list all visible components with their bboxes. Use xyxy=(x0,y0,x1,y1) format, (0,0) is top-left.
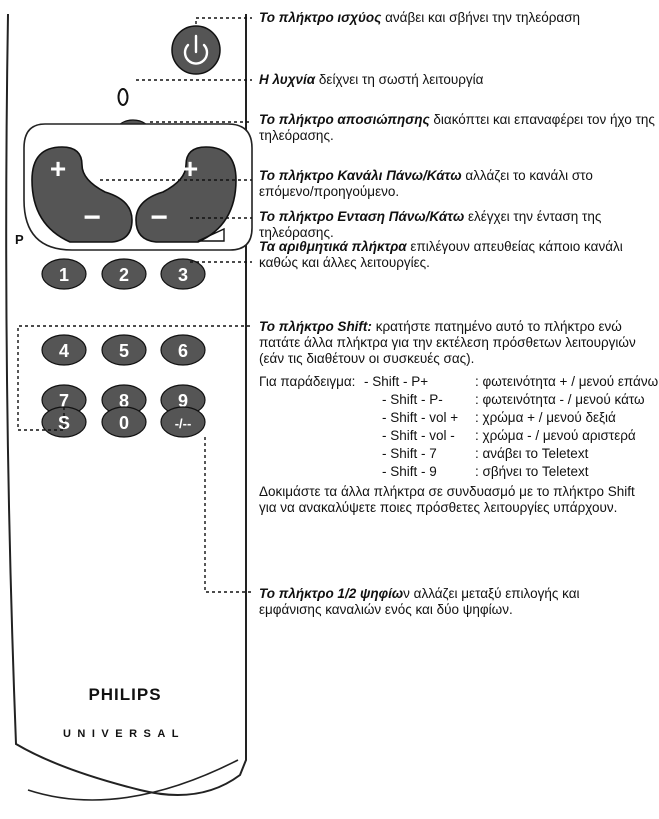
key-2[interactable]: 2 xyxy=(101,258,147,290)
svg-text:4: 4 xyxy=(59,341,69,361)
key-digits[interactable]: -/-- xyxy=(160,406,206,438)
desc-digits-term: Το πλήκτρο 1/2 ψηφίω xyxy=(259,586,404,601)
power-button[interactable] xyxy=(171,25,221,75)
example-effect: : φωτεινότητα + / μενού επάνω xyxy=(475,374,659,389)
desc-shift-term: Το πλήκτρο Shift: xyxy=(259,319,372,334)
desc-volume-text: ελέγχει την ένταση της τηλεόρασης. xyxy=(259,209,602,240)
leader-shift xyxy=(17,325,252,431)
remote-bottom-curve xyxy=(27,759,239,801)
desc-volume: Το πλήκτρο Ενταση Πάνω/Κάτω ελέγχει την … xyxy=(259,209,634,241)
remote-body-outline xyxy=(5,13,247,796)
leader-lines xyxy=(17,17,252,593)
key-1[interactable]: 1 xyxy=(41,258,87,290)
svg-text:1: 1 xyxy=(59,265,69,285)
example-effect: : ανάβει το Teletext xyxy=(475,446,589,461)
example-effect: : φωτεινότητα - / μενού κάτω xyxy=(475,392,645,407)
desc-volume-term: Το πλήκτρο Ενταση Πάνω/Κάτω xyxy=(259,209,465,224)
svg-text:S: S xyxy=(58,413,70,433)
channel-rocker[interactable] xyxy=(31,146,133,243)
led-indicator xyxy=(117,88,129,106)
channel-p-label: P xyxy=(15,232,24,247)
desc-channel: Το πλήκτρο Κανάλι Πάνω/Κάτω αλλάζει το κ… xyxy=(259,168,619,200)
desc-channel-term: Το πλήκτρο Κανάλι Πάνω/Κάτω xyxy=(259,168,462,183)
example-effect: : χρώμα + / μενού δεξιά xyxy=(475,410,616,425)
example-combo: - Shift - P+ xyxy=(364,374,429,389)
desc-channel-text: αλλάζει το κανάλι στο επόμενο/προηγούμεν… xyxy=(259,168,593,199)
channel-minus-label: − xyxy=(83,201,101,234)
volume-minus-label: − xyxy=(150,201,168,234)
example-combo: - Shift - 7 xyxy=(382,446,437,461)
svg-text:0: 0 xyxy=(119,413,129,433)
desc-shift-text: κρατήστε πατημένο αυτό το πλήκτρο ενώ πα… xyxy=(259,319,636,366)
desc-shift-outro: Δοκιμάστε τα άλλα πλήκτρα σε συνδυασμό μ… xyxy=(259,484,635,515)
example-combo: - Shift - P- xyxy=(382,392,443,407)
example-effect: : χρώμα - / μενού αριστερά xyxy=(475,428,636,443)
volume-triangle-icon xyxy=(197,227,225,242)
numeric-keypad: 1 2 3 4 5 6 7 8 9 S 0 -/-- xyxy=(41,258,206,438)
model-label: UNIVERSAL xyxy=(63,728,185,740)
key-5[interactable]: 5 xyxy=(101,334,147,366)
key-0[interactable]: 0 xyxy=(101,406,147,438)
desc-shift: Το πλήκτρο Shift: κρατήστε πατημένο αυτό… xyxy=(259,319,651,367)
desc-mute-term: Το πλήκτρο αποσιώπησης xyxy=(259,112,430,127)
svg-text:8: 8 xyxy=(119,391,129,411)
example-effect: : σβήνει το Teletext xyxy=(475,464,589,479)
key-4[interactable]: 4 xyxy=(41,334,87,366)
svg-text:7: 7 xyxy=(59,391,69,411)
example-combo: - Shift - vol + xyxy=(382,410,459,425)
desc-power: Το πλήκτρο ισχύος ανάβει και σβήνει την … xyxy=(259,10,659,26)
key-6[interactable]: 6 xyxy=(160,334,206,366)
svg-text:2: 2 xyxy=(119,265,129,285)
desc-mute: Το πλήκτρο αποσιώπησης διακόπτει και επα… xyxy=(259,112,657,144)
channel-plus-label: + xyxy=(50,153,66,184)
leader-power xyxy=(195,17,252,24)
svg-text:3: 3 xyxy=(178,265,188,285)
svg-text:5: 5 xyxy=(119,341,129,361)
desc-digits-text: ν αλλάζει μεταξύ επιλογής και εμφάνισης … xyxy=(259,586,580,617)
desc-mute-text: διακόπτει και επαναφέρει τον ήχο της τηλ… xyxy=(259,112,655,143)
desc-numeric-term: Τα αριθμητικά πλήκτρα xyxy=(259,239,407,254)
desc-power-term: Το πλήκτρο ισχύος xyxy=(259,10,382,25)
desc-numeric-text: επιλέγουν απευθείας κάποιο κανάλι καθώς … xyxy=(259,239,623,270)
leader-digits xyxy=(204,437,252,593)
desc-led: Η λυχνία δείχνει τη σωστή λειτουργία xyxy=(259,72,659,88)
desc-led-text: δείχνει τη σωστή λειτουργία xyxy=(315,72,484,87)
brand-logo: PHILIPS xyxy=(88,685,161,704)
example-intro: Για παράδειγμα: xyxy=(259,374,356,389)
key-3[interactable]: 3 xyxy=(160,258,206,290)
desc-led-term: Η λυχνία xyxy=(259,72,316,87)
volume-plus-label: + xyxy=(182,153,198,184)
example-combo: - Shift - 9 xyxy=(382,464,437,479)
svg-text:-/--: -/-- xyxy=(175,416,192,431)
svg-text:6: 6 xyxy=(178,341,188,361)
example-combo: - Shift - vol - xyxy=(382,428,455,443)
desc-digits: Το πλήκτρο 1/2 ψηφίων αλλάζει μεταξύ επι… xyxy=(259,586,639,618)
desc-numeric: Τα αριθμητικά πλήκτρα επιλέγουν απευθεία… xyxy=(259,239,639,271)
svg-text:9: 9 xyxy=(178,391,188,411)
desc-power-text: ανάβει και σβήνει την τηλεόραση xyxy=(381,10,581,25)
